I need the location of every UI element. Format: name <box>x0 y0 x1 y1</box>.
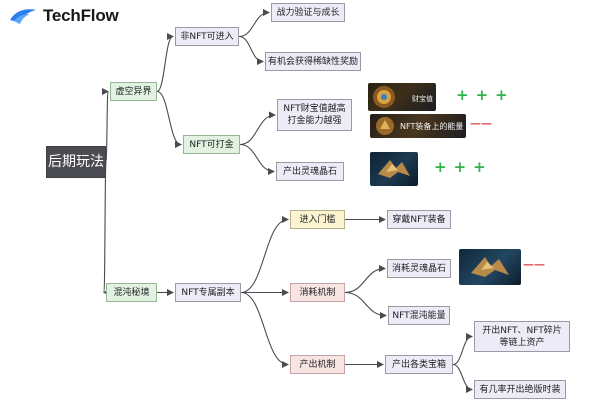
node-consume-soul-crystal: 消耗灵魂晶石 <box>387 259 451 278</box>
dash-marker-1: —— <box>470 117 492 130</box>
brand-name: TechFlow <box>43 6 119 25</box>
connector-consume-energy <box>344 291 387 319</box>
connector-dungeon-output <box>240 291 289 368</box>
node-wear-nft-gear: 穿戴NFT装备 <box>387 210 451 229</box>
connector-nonnft-rare <box>238 35 264 65</box>
node-entry-threshold: 进入门槛 <box>290 210 345 229</box>
node-output-chests: 产出各类宝箱 <box>385 355 453 374</box>
node-nft-value: NFT财宝值越高打金能力越强 <box>277 99 352 131</box>
root-node: 后期玩法 <box>46 146 106 178</box>
plus-marker-1: +++ <box>456 86 515 104</box>
connector-void-farm <box>156 90 182 148</box>
gear-energy-caption: NFT装备上的能量 <box>400 122 464 131</box>
gear-emblem-icon <box>376 117 394 135</box>
node-combat-verify: 战力验证与成长 <box>271 3 345 22</box>
gear-energy-thumbnail: NFT装备上的能量 <box>370 114 466 138</box>
node-soul-crystal-output: 产出灵魂晶石 <box>276 162 344 181</box>
connector-root-chaos <box>103 161 111 296</box>
connector-root-void <box>101 88 109 163</box>
node-open-rare-costume: 有几率开出绝版时装 <box>474 380 566 399</box>
node-rare-reward: 有机会获得稀缺性奖励 <box>265 52 361 71</box>
node-nft-dungeon: NFT专属副本 <box>175 283 241 302</box>
connector-consume-consoul <box>344 265 386 294</box>
node-output-mechanism: 产出机制 <box>290 355 345 374</box>
node-consume-mechanism: 消耗机制 <box>290 283 345 302</box>
gear-orb-icon <box>373 86 395 108</box>
gear-stats-tag: 财宝值 <box>412 95 433 103</box>
node-nft-chaos-energy: NFT混沌能量 <box>388 306 450 325</box>
connector-farm-soulout <box>239 143 275 175</box>
node-chaos-realm: 混沌秘境 <box>106 283 157 302</box>
connector-dungeon-threshold <box>240 216 289 294</box>
plus-marker-2: +++ <box>434 158 493 176</box>
gear-stats-thumbnail: 财宝值 <box>368 83 436 111</box>
connector-chests-openrare <box>452 363 473 393</box>
brand-logo: TechFlow <box>8 6 119 26</box>
dash-marker-2: —— <box>523 258 545 271</box>
connector-nonnft-combat <box>238 9 270 38</box>
node-open-nft-assets: 开出NFT、NFT碎片等链上资产 <box>474 321 570 352</box>
connector-chests-opennft <box>452 333 473 366</box>
connector-farm-value <box>239 111 276 146</box>
node-nft-farm: NFT可打金 <box>183 135 240 154</box>
node-void-realm: 虚空异界 <box>110 82 157 101</box>
techflow-logo-icon <box>10 9 36 24</box>
soul-crystal-icon <box>378 160 410 178</box>
node-non-nft-entry: 非NFT可进入 <box>175 27 239 46</box>
soul-crystal-thumbnail-b <box>459 249 521 285</box>
soul-crystal-icon <box>471 257 509 277</box>
connector-void-nonnft <box>156 33 174 93</box>
soul-crystal-thumbnail-a <box>370 152 418 186</box>
